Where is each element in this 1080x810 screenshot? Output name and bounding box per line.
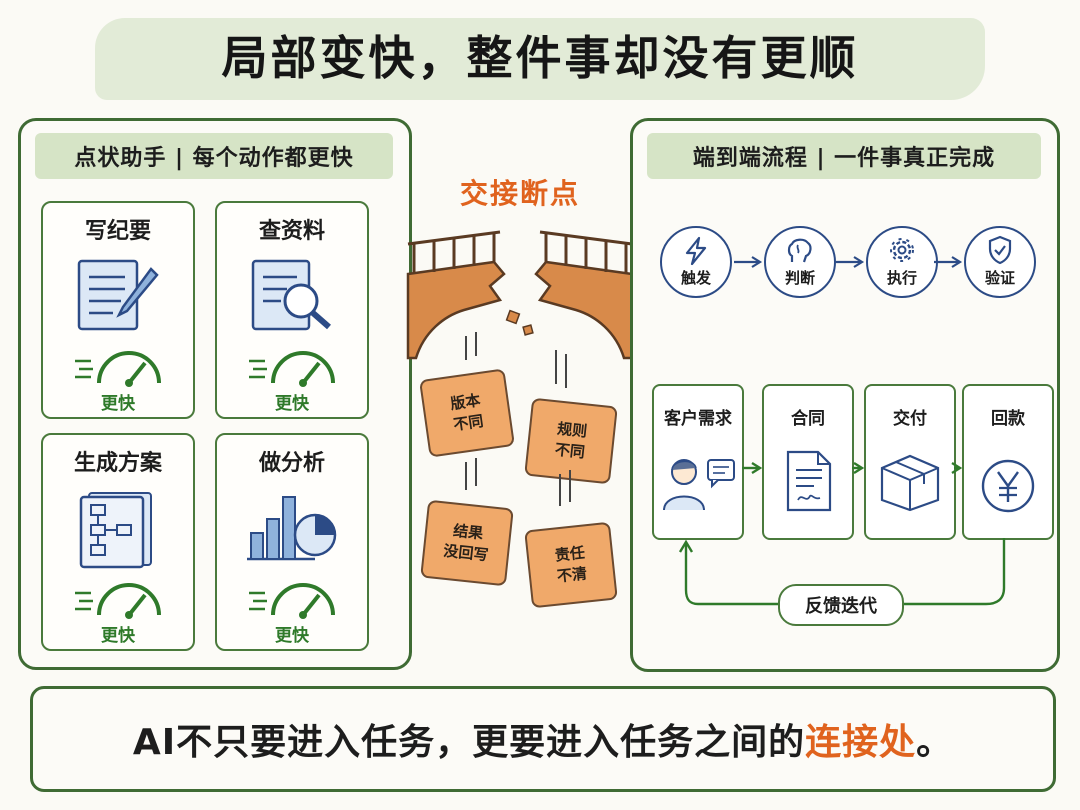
speedometer-icon: [75, 583, 161, 619]
title-highlight: [95, 18, 985, 100]
brain-icon: [787, 238, 812, 263]
speedometer-icon: [75, 351, 161, 387]
feedback-iteration-label: 反馈迭代: [778, 584, 904, 626]
step-verify: 验证: [964, 226, 1036, 298]
step-judge: 判断: [764, 226, 836, 298]
puzzle-label: 责任: [553, 543, 586, 565]
step-execute: 执行: [866, 226, 938, 298]
bar-pie-chart-icon: [247, 496, 337, 561]
faster-badge: 更快: [101, 626, 135, 646]
card-title: 生成方案: [73, 451, 162, 476]
step-label: 触发: [680, 269, 711, 287]
puzzle-label: 不清: [556, 564, 588, 586]
bottom-message-suffix: 。: [916, 722, 954, 763]
yuan-icon: [981, 459, 1035, 513]
step-arrows: [734, 256, 963, 268]
faster-badge: 更快: [275, 626, 309, 646]
handoff-breakpoint-title: 交接断点: [459, 177, 580, 210]
broken-bridge-icon: [406, 230, 634, 360]
page-title: 局部变快，整件事却没有更顺: [221, 31, 859, 85]
card-plan: 生成方案 更快: [41, 433, 195, 651]
step-label: 执行: [886, 269, 917, 287]
left-panel: 点状助手 | 每个动作都更快 写纪要 更快 查资料: [18, 118, 412, 670]
notes-pen-icon: [77, 259, 159, 331]
bottom-message: AI不只要进入任务，更要进入任务之间的连接处。: [30, 686, 1056, 792]
gear-icon: [890, 238, 914, 262]
shield-check-icon: [988, 235, 1012, 265]
stage-label: 交付: [893, 409, 927, 429]
stage-label: 客户需求: [664, 409, 732, 429]
step-label: 验证: [984, 269, 1015, 287]
stage-customer-demand: 客户需求: [652, 384, 744, 540]
customer-chat-icon: [663, 459, 735, 511]
card-title: 做分析: [258, 451, 325, 476]
left-panel-header: 点状助手 | 每个动作都更快: [35, 133, 393, 179]
puzzle-responsibility-unclear: 责任不清: [524, 521, 618, 609]
bottom-message-text: AI不只要进入任务，更要进入任务之间的: [132, 722, 806, 763]
bottom-message-highlight: 连接处: [805, 722, 917, 763]
document-search-icon: [251, 259, 331, 331]
speedometer-icon: [249, 583, 335, 619]
faster-badge: 更快: [275, 394, 309, 414]
stage-delivery: 交付: [864, 384, 956, 540]
card-title: 查资料: [258, 219, 325, 244]
flowchart-doc-icon: [79, 492, 152, 569]
card-notes: 写纪要 更快: [41, 201, 195, 419]
card-analysis: 做分析 更快: [215, 433, 369, 651]
step-trigger: 触发: [660, 226, 732, 298]
stage-arrows: [678, 461, 1006, 606]
stage-contract: 合同: [762, 384, 854, 540]
faster-badge: 更快: [101, 394, 135, 414]
package-icon: [880, 454, 940, 512]
step-label: 判断: [784, 269, 815, 287]
puzzle-label: 结果: [452, 521, 485, 543]
stage-label: 回款: [991, 409, 1025, 429]
speedometer-icon: [249, 351, 335, 387]
falling-lines-icon: [465, 332, 571, 506]
card-title: 写纪要: [84, 219, 151, 244]
card-research: 查资料 更快: [215, 201, 369, 419]
lightning-icon: [685, 236, 707, 266]
stage-payment-collection: 回款: [962, 384, 1054, 540]
stage-label: 合同: [791, 409, 825, 429]
puzzle-label: 没回写: [442, 541, 490, 565]
contract-icon: [786, 450, 832, 512]
right-panel-header: 端到端流程 | 一件事真正完成: [647, 133, 1041, 179]
